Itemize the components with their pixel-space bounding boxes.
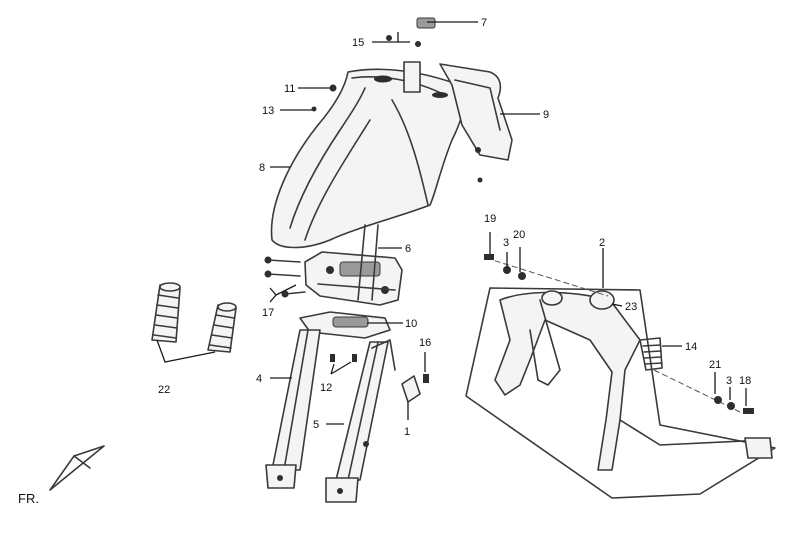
callout-7: 7 xyxy=(481,17,487,29)
bolts-12 xyxy=(330,354,357,362)
fork-leg-left xyxy=(265,329,321,489)
callout-1: 1 xyxy=(404,426,410,438)
callout-6: 6 xyxy=(405,243,411,255)
callout-19: 19 xyxy=(484,213,496,225)
callout-labels: 7 15 11 13 8 9 6 17 10 4 5 12 16 1 19 3 … xyxy=(18,17,751,506)
callout-9: 9 xyxy=(543,109,549,121)
callout-23: 23 xyxy=(625,301,637,313)
fork-leg-right xyxy=(325,341,389,503)
lower-bracket xyxy=(299,311,391,339)
callout-8: 8 xyxy=(259,162,265,174)
callout-4: 4 xyxy=(256,373,262,385)
callout-14: 14 xyxy=(685,341,697,353)
steering-stem xyxy=(357,224,379,301)
callout-15: 15 xyxy=(352,37,364,49)
callout-21: 21 xyxy=(709,359,721,371)
fork-bracket xyxy=(264,251,403,306)
front-fender xyxy=(270,61,466,249)
callout-17: 17 xyxy=(262,307,274,319)
callout-10: 10 xyxy=(405,318,417,330)
callout-2: 2 xyxy=(599,237,605,249)
direction-label: FR. xyxy=(18,491,39,506)
callout-18: 18 xyxy=(739,375,751,387)
callout-16: 16 xyxy=(419,337,431,349)
fender-extension xyxy=(439,63,513,183)
callout-3b: 3 xyxy=(726,375,732,387)
callout-3a: 3 xyxy=(503,237,509,249)
hose-clamp xyxy=(371,339,429,403)
grip-left xyxy=(151,282,181,343)
callout-20: 20 xyxy=(513,229,525,241)
callout-13: 13 xyxy=(262,105,274,117)
callout-12: 12 xyxy=(320,382,332,394)
front-direction-arrow xyxy=(49,445,105,491)
callout-5: 5 xyxy=(313,419,319,431)
hardware-top xyxy=(311,17,436,112)
leader-lines xyxy=(156,21,747,425)
callout-11: 11 xyxy=(284,83,295,95)
main-stand-group xyxy=(465,254,776,499)
grip-right xyxy=(207,302,237,353)
callout-22: 22 xyxy=(158,384,170,396)
